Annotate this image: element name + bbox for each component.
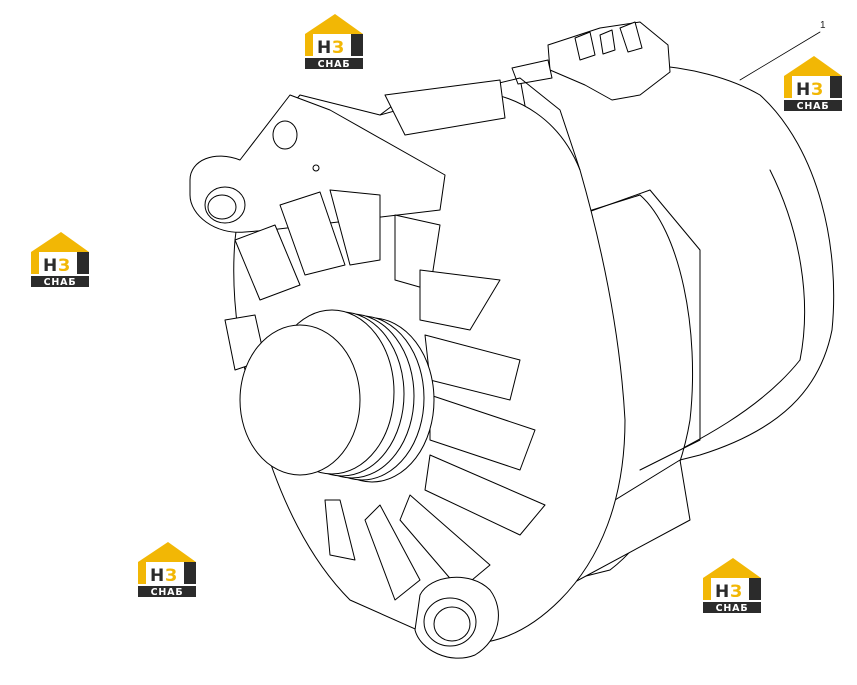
svg-text:Н: Н: [317, 38, 331, 58]
house-logo-icon: Н З СНАБ: [305, 14, 363, 70]
callout-leader: [739, 31, 821, 81]
logo-band-icon: [703, 602, 761, 613]
logo-shadow-icon: [184, 562, 196, 584]
stator-ridge: [579, 189, 701, 471]
svg-text:Н: Н: [43, 256, 57, 276]
upper-mounting-ear: [189, 94, 446, 233]
svg-text:СНАБ: СНАБ: [151, 587, 184, 598]
svg-text:СНАБ: СНАБ: [716, 603, 749, 614]
watermark-logo: Н З СНАБ: [303, 12, 365, 70]
fan-blade: [364, 504, 421, 601]
logo-panel-icon: [792, 76, 836, 98]
svg-text:Н: Н: [150, 566, 164, 586]
svg-text:З: З: [58, 256, 70, 276]
svg-text:З: З: [811, 80, 823, 100]
fan-blade: [234, 224, 301, 301]
svg-text:З: З: [165, 566, 177, 586]
fan-blade: [279, 191, 346, 276]
upper-mount-hole-inner: [207, 194, 237, 220]
watermark-logo: Н З СНАБ: [782, 54, 844, 112]
svg-text:СНАБ: СНАБ: [797, 101, 830, 112]
housing-top-boss: [384, 79, 506, 136]
house-logo-icon: Н З СНАБ: [138, 542, 196, 598]
fan-blade: [324, 499, 356, 561]
terminal-post-1: [574, 31, 596, 61]
svg-text:Н: Н: [715, 582, 729, 602]
logo-panel-icon: [146, 562, 190, 584]
fan-blade: [329, 189, 381, 266]
logo-shadow-icon: [830, 76, 842, 98]
house-logo-icon: Н З СНАБ: [703, 558, 761, 614]
fan-blade: [424, 454, 546, 536]
ear-bolt-hole: [272, 120, 298, 150]
logo-band-icon: [305, 58, 363, 69]
housing-rear-edge: [769, 169, 806, 361]
logo-shadow-icon: [749, 578, 761, 600]
svg-text:Н: Н: [796, 80, 810, 100]
pulley: [239, 309, 435, 483]
house-logo-icon: Н З СНАБ: [784, 56, 842, 112]
logo-panel-icon: [39, 252, 83, 274]
logo-band-icon: [138, 586, 196, 597]
terminal-post-2: [619, 21, 643, 53]
logo-shadow-icon: [351, 34, 363, 56]
svg-text:З: З: [332, 38, 344, 58]
svg-text:СНАБ: СНАБ: [44, 277, 77, 288]
watermark-logo: Н З СНАБ: [29, 230, 91, 288]
logo-shadow-icon: [77, 252, 89, 274]
watermark-logo: Н З СНАБ: [136, 540, 198, 598]
callout-label: 1: [820, 20, 826, 31]
logo-panel-icon: [313, 34, 357, 56]
ear-pin: [312, 164, 320, 172]
svg-text:З: З: [730, 582, 742, 602]
lower-mount-hole-inner: [433, 606, 471, 642]
fan-assembly: [224, 189, 546, 601]
logo-panel-icon: [711, 578, 755, 600]
svg-text:СНАБ: СНАБ: [318, 59, 351, 70]
terminal-post-3: [599, 29, 616, 55]
pulley-face: [239, 324, 361, 476]
house-logo-icon: Н З СНАБ: [31, 232, 89, 288]
watermark-logo: Н З СНАБ: [701, 556, 763, 614]
fan-blade: [419, 269, 501, 331]
logo-band-icon: [31, 276, 89, 287]
logo-band-icon: [784, 100, 842, 111]
